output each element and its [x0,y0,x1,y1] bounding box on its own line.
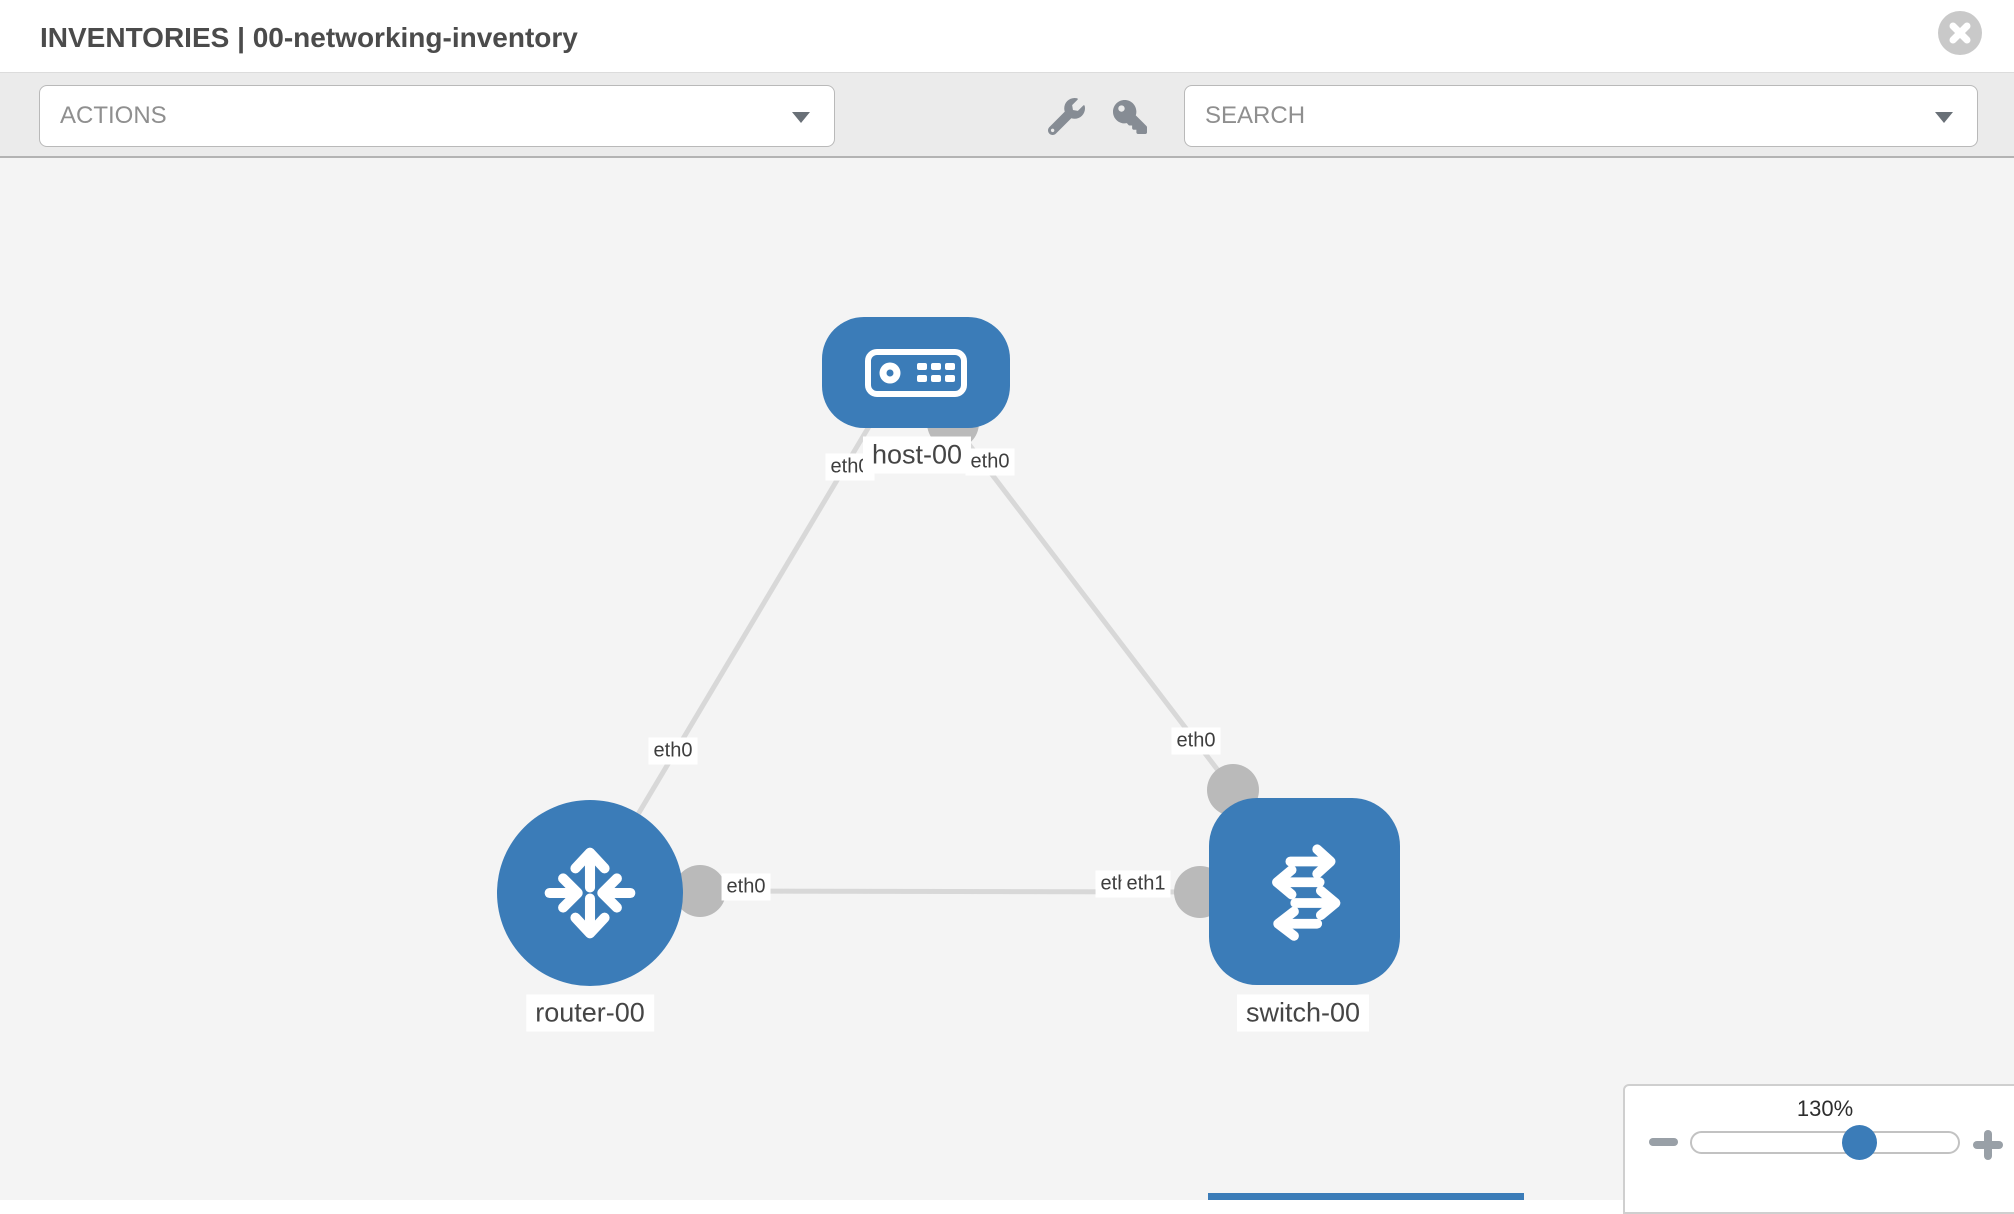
zoom-in-button[interactable] [1971,1128,2005,1162]
node-label-router: router-00 [526,994,654,1032]
key-icon[interactable] [1113,100,1147,134]
node-label-host: host-00 [862,436,972,474]
plus-icon [1984,1130,1992,1160]
topology-edges [609,406,1235,895]
port-label-switch-top: eth0 [1171,727,1221,755]
chevron-down-icon [792,112,810,123]
node-label-switch: switch-00 [1236,994,1370,1032]
port-label-switch-left-front: eth1 [1121,870,1171,898]
port-label-host-right: eth0 [965,448,1015,476]
toolbar: ACTIONS SEARCH [0,72,2014,158]
port-label-router-top: eth0 [648,737,698,765]
close-icon [1949,22,1971,44]
host-icon [865,348,967,397]
page-title: INVENTORIES | 00-networking-inventory [40,22,578,53]
actions-dropdown-label: ACTIONS [60,102,167,129]
zoom-out-button[interactable] [1649,1138,1678,1146]
zoom-level-value: 130% [1796,1096,1854,1121]
bottom-panel-edge [1208,1193,1524,1200]
edge-host-router [609,406,883,860]
chevron-down-icon [1935,112,1953,123]
port-label-router-right: eth0 [721,873,771,901]
node-router-00[interactable] [497,800,683,986]
window-header: INVENTORIES | 00-networking-inventory [0,0,2014,72]
router-icon [544,847,636,939]
zoom-slider-track[interactable] [1690,1125,1960,1160]
node-host-00[interactable] [822,317,1010,428]
node-switch-00[interactable] [1209,798,1400,985]
search-dropdown-label: SEARCH [1205,102,1306,129]
zoom-slider-knob[interactable] [1842,1125,1877,1160]
switch-icon [1271,843,1340,941]
actions-dropdown[interactable]: ACTIONS [39,85,835,147]
search-dropdown[interactable]: SEARCH [1184,85,1978,147]
zoom-control-panel: 130% [1623,1084,2014,1214]
close-button[interactable] [1938,11,1982,55]
topology-canvas[interactable]: host-00 router-00 switch-00 eth0 eth0 et… [0,158,2014,1200]
wrench-icon[interactable] [1048,98,1085,135]
edge-host-switch [943,411,1235,792]
